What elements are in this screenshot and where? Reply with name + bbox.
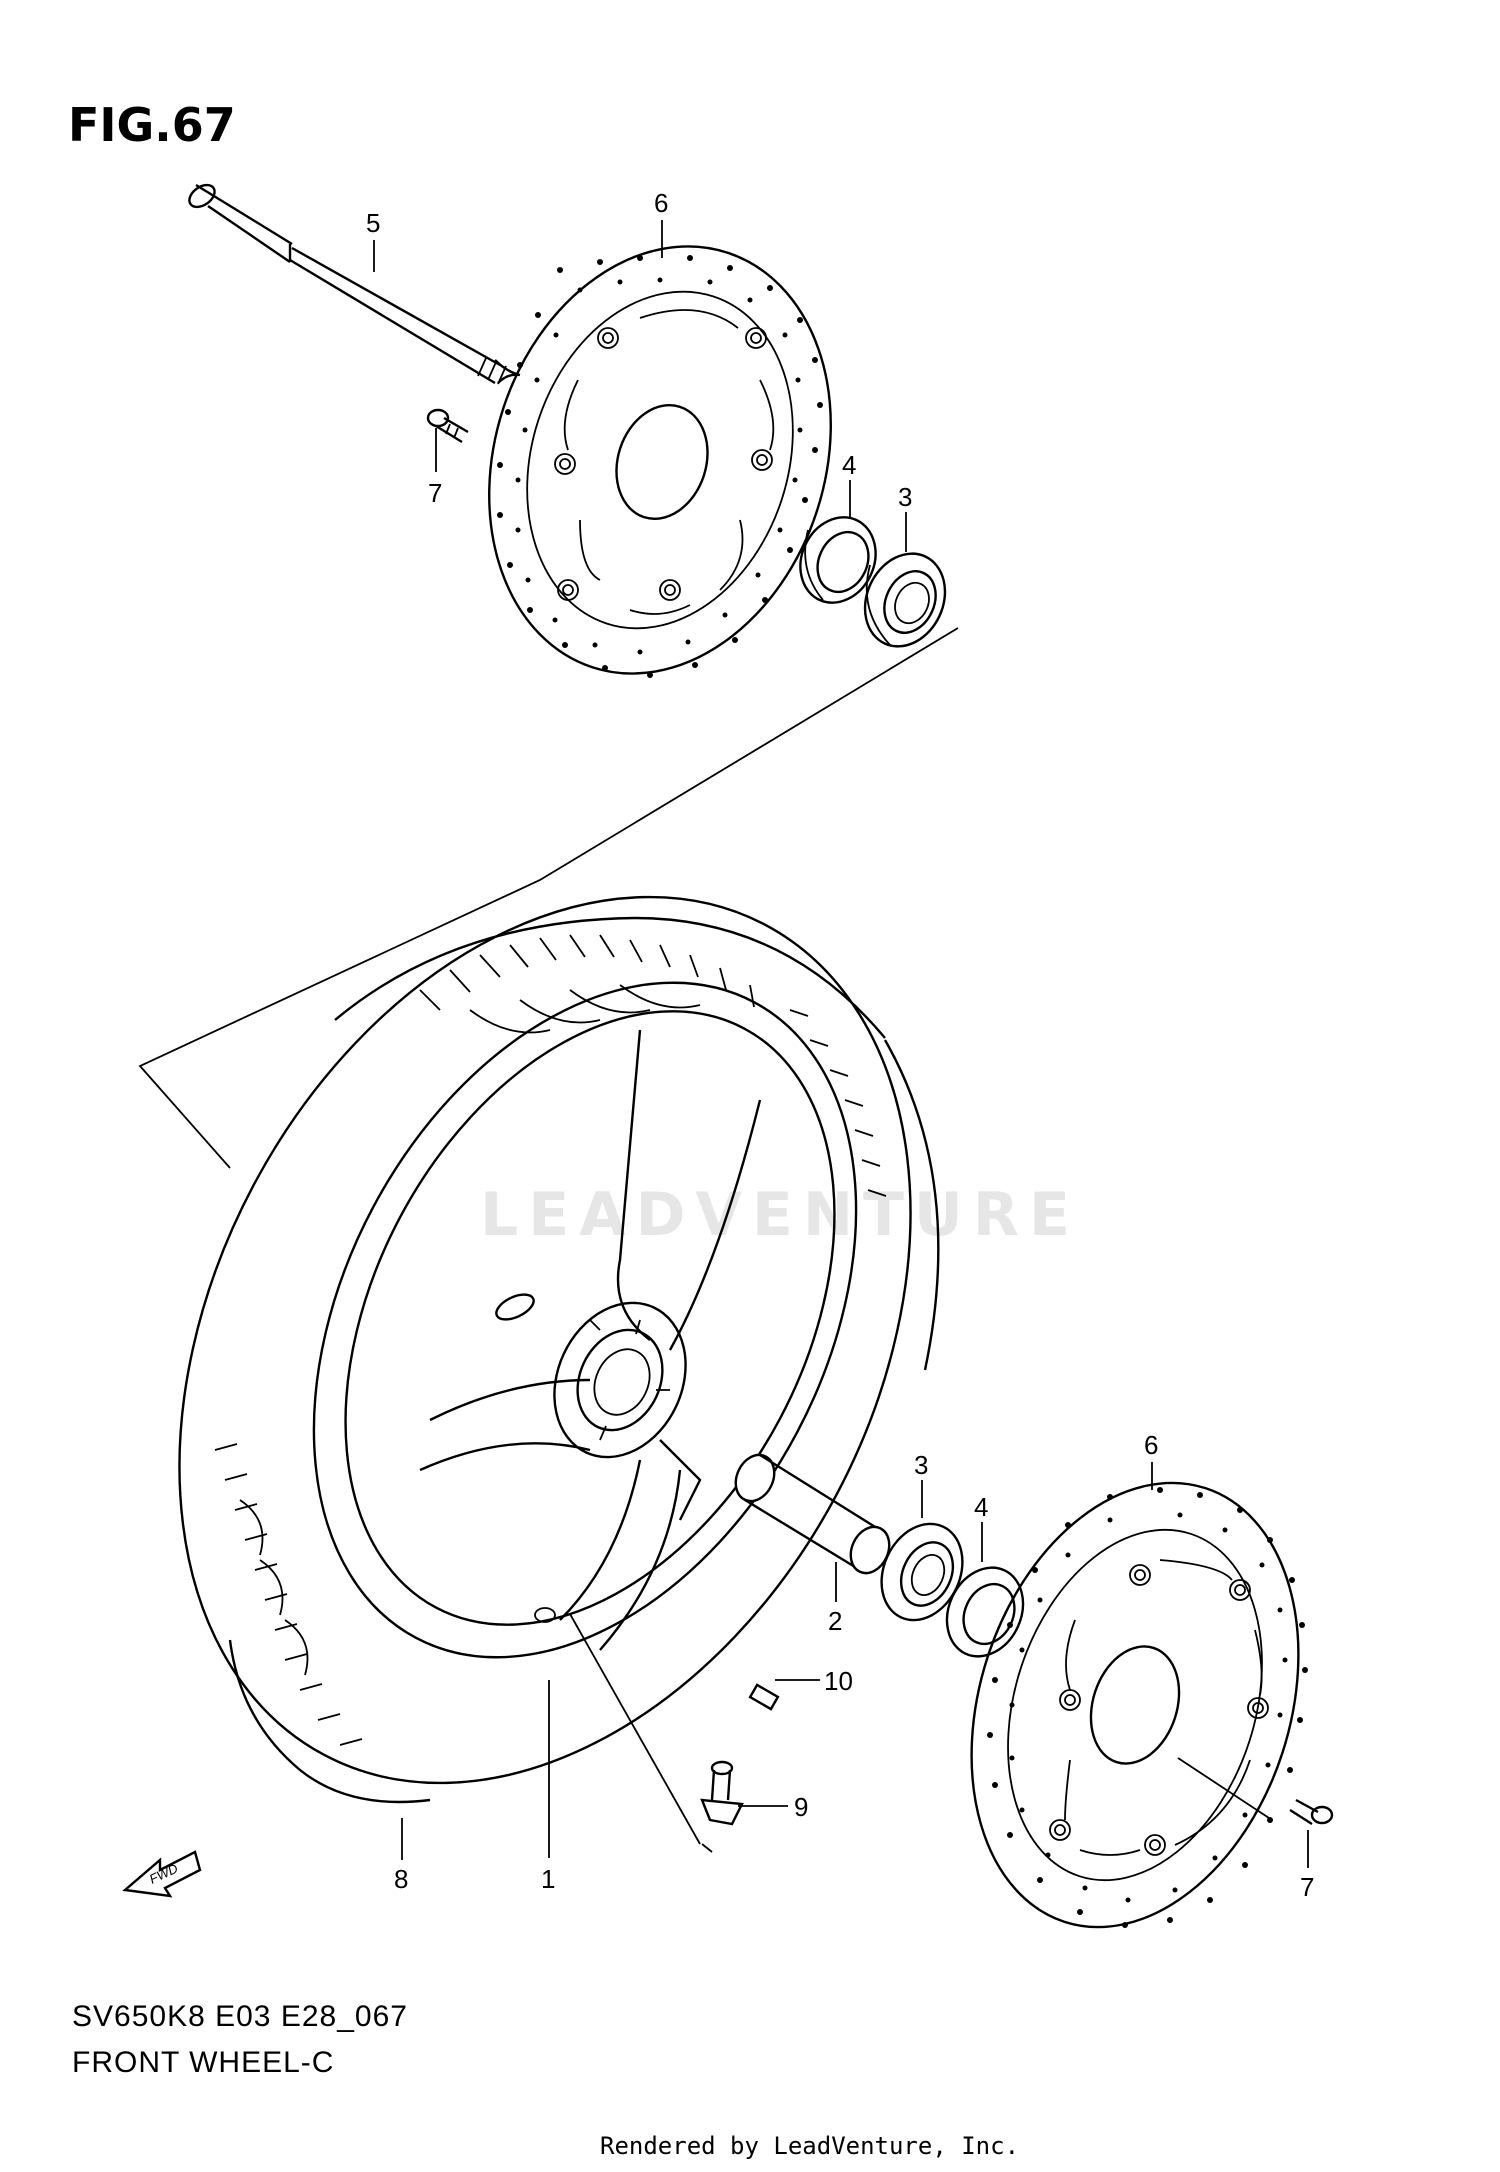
watermark: LEADVENTURE [480,1180,1080,1250]
balance-weight[interactable] [748,1683,780,1711]
callout-10: 10 [824,1666,853,1696]
assembly-guide-line [138,627,959,1169]
callout-7: 7 [1300,1872,1314,1902]
callout-8: 8 [394,1864,408,1894]
callout-4: 4 [974,1492,988,1522]
callout-2: 2 [828,1606,842,1636]
bearing-left[interactable] [850,540,959,659]
callout-5: 5 [366,208,380,238]
spacer[interactable] [729,1449,897,1580]
callout-6: 6 [654,188,668,218]
callout-leaders [373,220,1309,1868]
dust-seal-left[interactable] [787,505,889,615]
callout-7: 7 [428,478,442,508]
tire[interactable] [33,770,1057,1910]
callout-6: 6 [1144,1430,1158,1460]
brake-disc-left[interactable] [436,202,885,719]
callout-9: 9 [794,1792,808,1822]
callout-4: 4 [842,450,856,480]
section-name: FRONT WHEEL-C [72,2046,335,2079]
fwd-arrow: FWD [122,1850,202,1898]
disc-bolt-right[interactable] [1289,1798,1334,1826]
callout-3: 3 [914,1450,928,1480]
callout-3: 3 [898,482,912,512]
callout-labels: 5 6 7 4 3 3 4 6 2 10 9 7 8 1 [366,188,1314,1902]
disc-bolt-left[interactable] [426,408,469,444]
rendered-by-credit: Rendered by LeadVenture, Inc. [600,2132,1020,2160]
figure-title: FIG.67 [68,98,236,152]
wheel-rim[interactable] [204,889,966,1750]
model-code: SV650K8 E03 E28_067 [72,2000,408,2033]
valve[interactable] [700,1760,744,1826]
axle-shaft[interactable] [185,181,521,385]
callout-1: 1 [541,1864,555,1894]
